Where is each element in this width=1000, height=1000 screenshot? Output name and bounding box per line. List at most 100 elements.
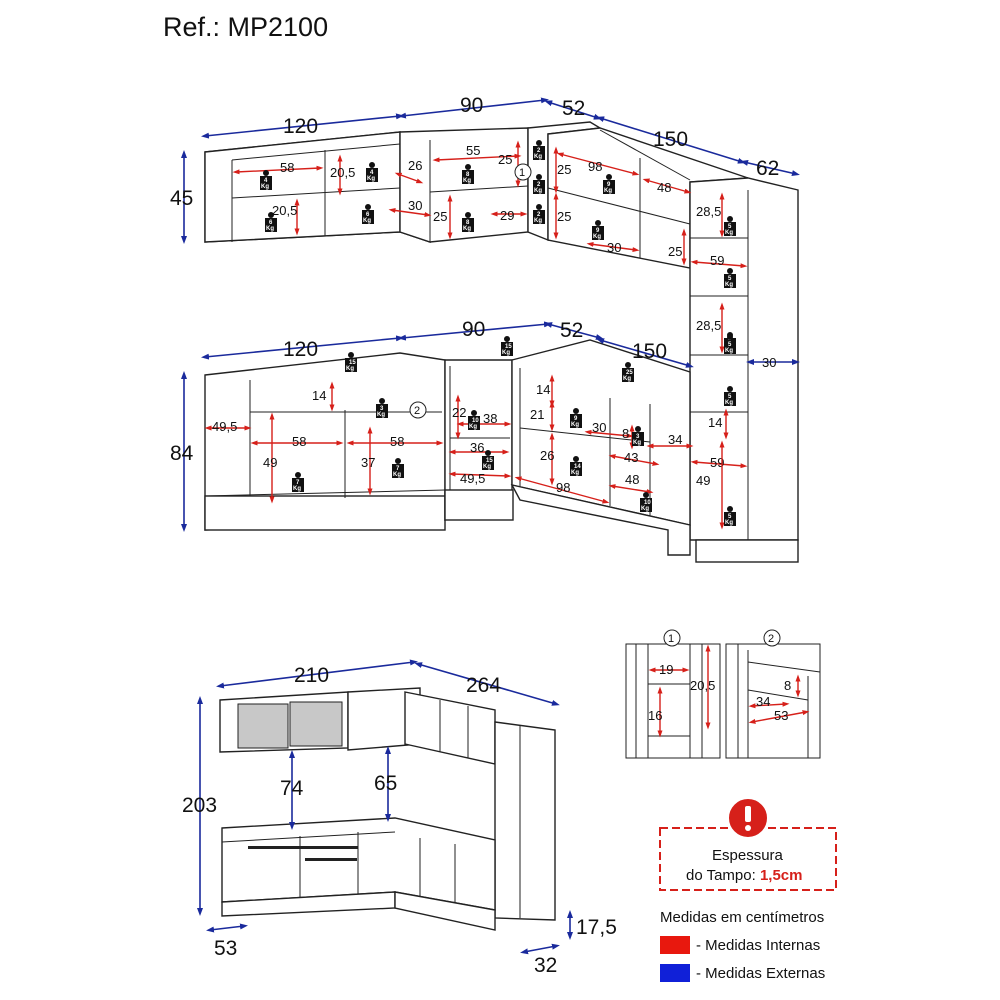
lower-weight-icons: 15Kg15Kg25Kg3Kg7Kg7Kg10Kg15Kg9Kg3Kg14Kg1… [292, 334, 736, 526]
callout-1: 1 [514, 163, 532, 181]
weight-icon: 5Kg [724, 268, 736, 288]
dim-90: 90 [460, 94, 483, 117]
int-28-5-a: 28,5 [696, 204, 721, 219]
weight-icon: 6Kg [265, 212, 277, 232]
weight-unit: Kg [604, 188, 612, 194]
weight-value: 25 [626, 370, 633, 376]
dim-150: 150 [653, 128, 688, 151]
weight-value: 3 [380, 406, 384, 412]
lint-14-b: 14 [536, 382, 550, 397]
weight-unit: Kg [633, 440, 641, 446]
weight-unit: Kg [502, 350, 510, 356]
weight-value: 9 [607, 182, 611, 188]
legend-internal: - Medidas Internas [696, 937, 820, 954]
weight-value: 5 [728, 394, 732, 400]
int-48: 48 [657, 180, 671, 195]
dim-203: 203 [182, 794, 217, 817]
upper-weight-icons: 4Kg4Kg6Kg6Kg8Kg8Kg2Kg2Kg2Kg9Kg9Kg5Kg5Kg5… [260, 140, 736, 352]
weight-value: 9 [574, 416, 578, 422]
int-25-a: 25 [498, 152, 512, 167]
weight-icon: 3Kg [376, 398, 388, 418]
legend-external: - Medidas Externas [696, 965, 825, 982]
int-25-c: 25 [557, 162, 571, 177]
d1-20-5: 20,5 [690, 678, 715, 693]
warning-exclamation-icon [727, 797, 769, 839]
weight-unit: Kg [725, 230, 733, 236]
dim-32: 32 [534, 954, 557, 977]
weight-value: 2 [537, 182, 541, 188]
lower-external-dims: 120 90 52 150 84 30 [170, 318, 800, 532]
weight-icon: 5Kg [724, 216, 736, 236]
weight-unit: Kg [534, 188, 542, 194]
detail-2: 2 8 34 53 [725, 629, 821, 759]
d1-16: 16 [648, 708, 662, 723]
legend-title: Medidas em centímetros [660, 909, 824, 926]
weight-unit: Kg [725, 348, 733, 354]
weight-value: 15 [505, 344, 512, 350]
weight-icon: 5Kg [724, 334, 736, 354]
weight-unit: Kg [346, 366, 354, 372]
weight-unit: Kg [363, 218, 371, 224]
svg-text:2: 2 [768, 633, 774, 645]
weight-icon: 9Kg [592, 220, 604, 240]
lower-internal-dims: 14 49,5 58 49 58 37 22 38 36 49,5 14 21 … [204, 374, 748, 530]
weight-icon: 5Kg [724, 386, 736, 406]
weight-unit: Kg [367, 176, 375, 182]
weight-value: 6 [269, 220, 273, 226]
int-29: 29 [500, 208, 514, 223]
weight-icon: 7Kg [292, 472, 304, 492]
legend: Medidas em centímetros - Medidas Interna… [660, 909, 825, 982]
weight-icon: 2Kg [533, 174, 545, 194]
upper-external-dims: 120 90 52 150 62 45 [170, 94, 800, 244]
dim-210: 210 [294, 664, 329, 687]
int-55: 55 [466, 143, 480, 158]
weight-unit: Kg [571, 422, 579, 428]
weight-unit: Kg [571, 470, 579, 476]
lint-26: 26 [540, 448, 554, 463]
dim-264: 264 [466, 674, 501, 697]
weight-value: 5 [728, 276, 732, 282]
weight-icon: 2Kg [533, 204, 545, 224]
svg-text:1: 1 [519, 167, 525, 179]
weight-value: 4 [264, 178, 268, 184]
overview-dims: 210 264 203 74 65 53 17,5 32 [182, 659, 617, 977]
int-25-b: 25 [433, 209, 447, 224]
weight-unit: Kg [725, 400, 733, 406]
weight-value: 8 [466, 172, 470, 178]
lint-14-c: 14 [708, 415, 722, 430]
detail-1: 1 19 20,5 16 [625, 629, 721, 759]
d2-34: 34 [756, 694, 770, 709]
int-58: 58 [280, 160, 294, 175]
weight-icon: 6Kg [362, 204, 374, 224]
weight-icon: 4Kg [366, 162, 378, 182]
legend-external-swatch [660, 964, 690, 982]
callout-2: 2 [409, 401, 427, 419]
note-line2: do Tampo: 1,5cm [686, 867, 803, 884]
weight-icon: 7Kg [392, 458, 404, 478]
weight-unit: Kg [463, 226, 471, 232]
weight-value: 15 [349, 360, 356, 366]
weight-unit: Kg [261, 184, 269, 190]
dim-84: 84 [170, 442, 194, 465]
lint-21: 21 [530, 407, 544, 422]
lint-37: 37 [361, 455, 375, 470]
weight-value: 8 [466, 220, 470, 226]
dim-90-b: 90 [462, 318, 485, 341]
weight-value: 7 [296, 480, 300, 486]
weight-value: 5 [728, 224, 732, 230]
lint-49-b: 49 [696, 473, 710, 488]
weight-icon: 8Kg [462, 164, 474, 184]
weight-unit: Kg [641, 506, 649, 512]
weight-value: 14 [574, 464, 581, 470]
weight-unit: Kg [377, 412, 385, 418]
weight-unit: Kg [463, 178, 471, 184]
dim-150-b: 150 [632, 340, 667, 363]
weight-unit: Kg [725, 282, 733, 288]
int-25-d: 25 [557, 209, 571, 224]
dim-120: 120 [283, 115, 318, 138]
dim-74: 74 [280, 777, 304, 800]
